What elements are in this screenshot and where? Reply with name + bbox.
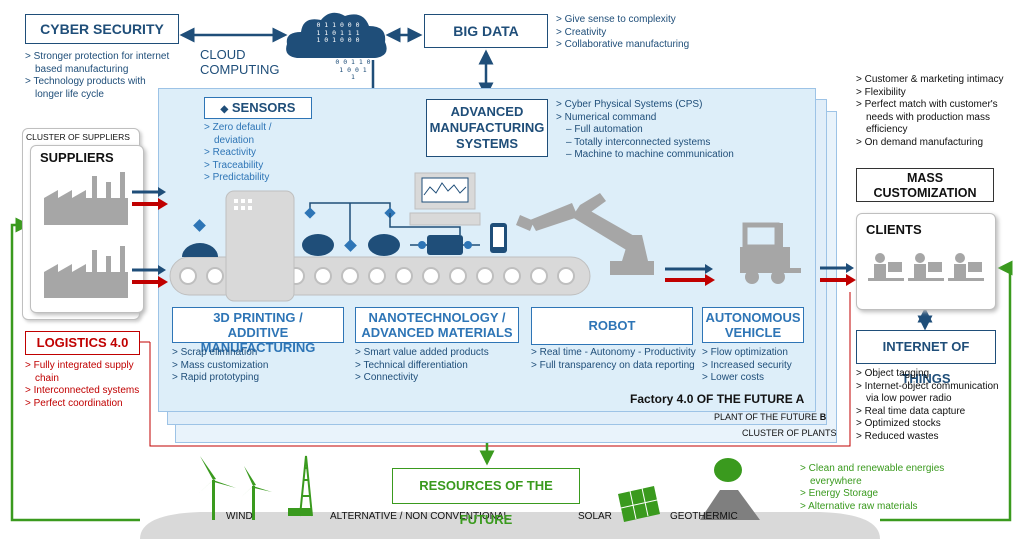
robot-arm-icon [516, 193, 654, 275]
clients-title: CLIENTS [866, 222, 922, 237]
supplier-arrows [132, 187, 168, 288]
autonomous-vehicle-list: Flow optimization Increased security Low… [702, 347, 812, 385]
factory-icons [44, 172, 128, 298]
robot-list: Real time - Autonomy - Productivity Full… [531, 347, 701, 372]
resources-ground [140, 455, 880, 539]
3d-printing-list: Scrap elimination Mass customization Rap… [172, 347, 342, 385]
cloud-binary: 0 1 1 0 0 0 1 1 0 1 1 1 1 0 1 0 0 0 [316, 21, 360, 44]
plant-b-label: PLANT OF THE FUTURE B [714, 412, 827, 422]
geothermic-label: GEOTHERMIC [670, 511, 738, 522]
cloud-label: CLOUD COMPUTING [200, 47, 280, 77]
diamond-icon: ◆ [220, 104, 229, 115]
logistics-list: Fully integrated supply chain Interconne… [25, 360, 145, 410]
big-data-box: BIG DATA [424, 14, 548, 48]
factory-a-label: Factory 4.0 OF THE FUTURE A [630, 392, 805, 406]
client-arrows [820, 263, 856, 286]
green-loop-left [10, 217, 140, 522]
production-line [169, 172, 801, 302]
mass-customization-box: MASS CUSTOMIZATION [856, 168, 994, 202]
nanotech-box: NANOTECHNOLOGY /ADVANCED MATERIALS [355, 307, 519, 343]
iot-list: Object tagging Internet-object communica… [856, 368, 1006, 443]
suppliers-title: SUPPLIERS [40, 150, 114, 165]
solar-panel-icon [618, 486, 660, 522]
wind-turbine-icon [198, 456, 272, 520]
resources-box: RESOURCES OF THE FUTURE [392, 468, 580, 527]
wind-label: WIND [226, 511, 253, 522]
green-loop-right [880, 260, 1013, 522]
cyber-security-box: CYBER SECURITY [25, 14, 179, 44]
3d-printing-box: 3D PRINTING /ADDITIVE MANUFACTURING [172, 307, 344, 355]
oil-rig-icon [299, 455, 313, 517]
iot-box: INTERNET OF THINGS [856, 330, 996, 386]
cloud-binary-tail: 0 0 1 1 0 1 0 0 1 1 [335, 58, 371, 81]
big-data-list: Give sense to complexity Creativity Coll… [556, 14, 716, 52]
ams-list: Cyber Physical Systems (CPS) Numerical c… [556, 99, 806, 124]
ams-sublist: Full automation Totally interconnected s… [566, 124, 806, 162]
cloud-icon [286, 12, 387, 58]
mass-customization-list: Customer & marketing intimacy Flexibilit… [856, 74, 1006, 149]
robot-box: ROBOT [531, 307, 693, 345]
cluster-suppliers-label: CLUSTER OF SUPPLIERS [26, 132, 130, 142]
sensors-box: ◆ SENSORS [204, 97, 312, 119]
solar-label: SOLAR [578, 511, 612, 522]
alternative-label: ALTERNATIVE / NON CONVENTIONAL [330, 511, 510, 522]
logistics-box: LOGISTICS 4.0 [25, 331, 140, 355]
sensors-list: Zero default / deviation Reactivity Trac… [204, 122, 314, 185]
people-at-desks-icon [868, 253, 984, 281]
cyber-security-list: Stronger protection for internet based m… [25, 51, 175, 101]
forklift-icon [740, 222, 801, 284]
geothermic-volcano-icon [700, 458, 760, 520]
nanotech-list: Smart value added products Technical dif… [355, 347, 525, 385]
cluster-of-plants-label: CLUSTER OF PLANTS [742, 428, 837, 438]
logistics-line [149, 292, 851, 447]
resources-list: Clean and renewable energies everywhere … [800, 463, 980, 513]
